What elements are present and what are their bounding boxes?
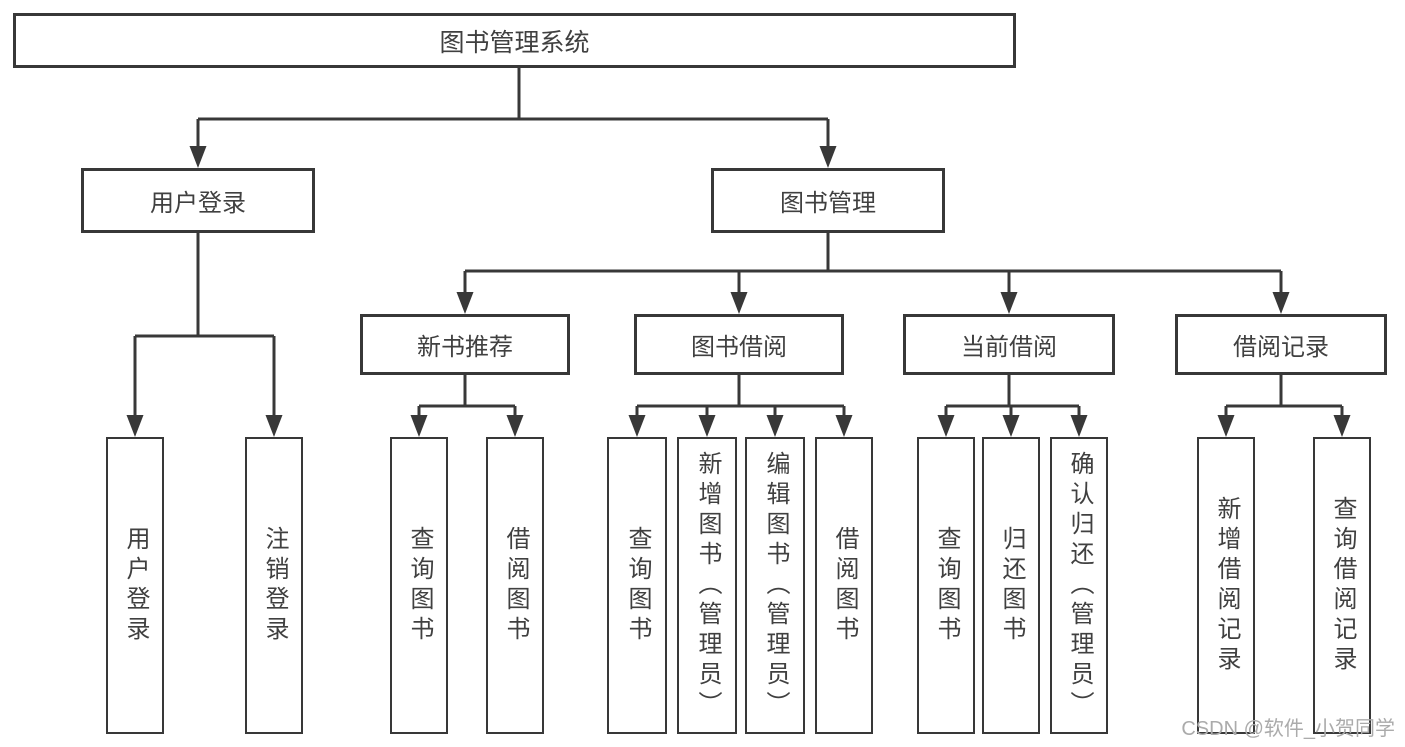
- node-library-management-system: 图书管理系统: [13, 13, 1016, 68]
- node-current-borrowing: 当前借阅: [903, 314, 1115, 375]
- leaf-return-books: 归还图书: [982, 437, 1040, 734]
- leaf-edit-book-admin: 编辑图书（管理员）: [745, 437, 805, 734]
- node-new-book-recommendation: 新书推荐: [360, 314, 570, 375]
- node-user-login: 用户登录: [81, 168, 315, 233]
- leaf-query-books-borrowing: 查询图书: [607, 437, 667, 734]
- leaf-confirm-return-admin: 确认归还（管理员）: [1050, 437, 1108, 734]
- csdn-watermark: CSDN @软件_小贺同学: [1181, 718, 1395, 740]
- leaf-query-books-current: 查询图书: [917, 437, 975, 734]
- leaf-query-borrow-record: 查询借阅记录: [1313, 437, 1371, 734]
- leaf-borrow-books: 借阅图书: [815, 437, 873, 734]
- node-book-management: 图书管理: [711, 168, 945, 233]
- leaf-add-borrow-record: 新增借阅记录: [1197, 437, 1255, 734]
- leaf-logout: 注销登录: [245, 437, 303, 734]
- leaf-add-book-admin: 新增图书（管理员）: [677, 437, 737, 734]
- arrowheads: [126, 146, 1351, 437]
- node-book-borrowing: 图书借阅: [634, 314, 844, 375]
- leaf-borrow-books-recommendation: 借阅图书: [486, 437, 544, 734]
- leaf-query-books-recommendation: 查询图书: [390, 437, 448, 734]
- node-borrowing-records: 借阅记录: [1175, 314, 1387, 375]
- leaf-user-login: 用户登录: [106, 437, 164, 734]
